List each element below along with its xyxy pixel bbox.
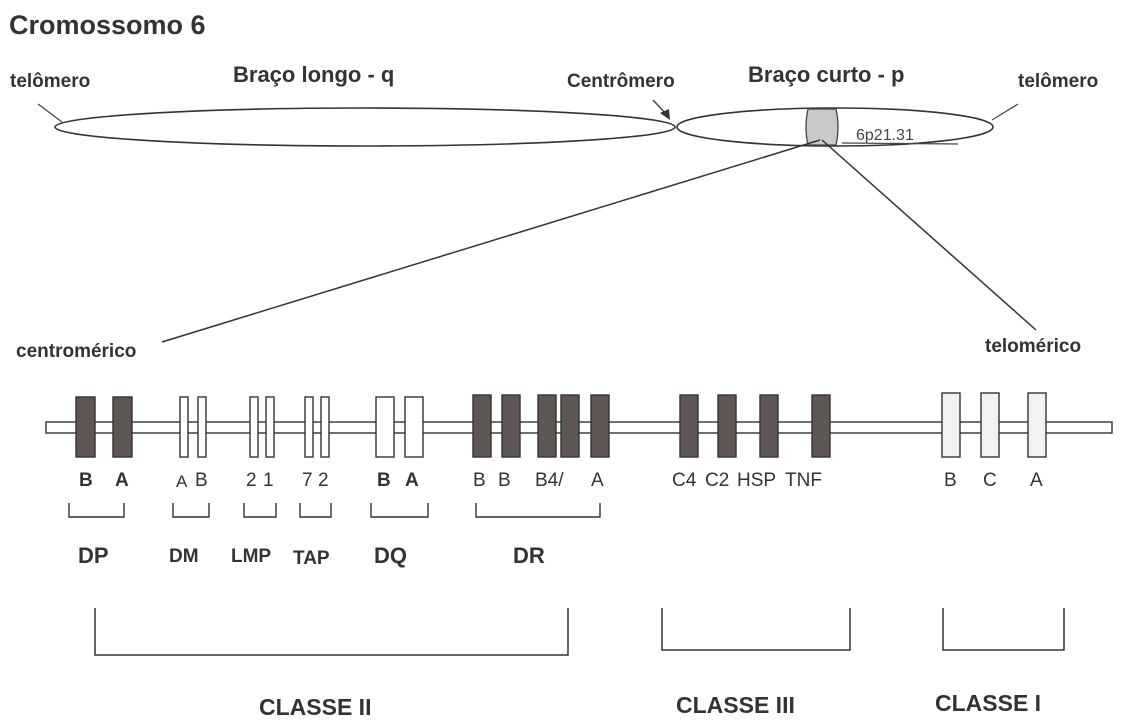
gene-hla-b <box>942 393 960 457</box>
gene-dm-b <box>198 397 206 457</box>
telomeric-label: telomérico <box>985 336 1081 358</box>
bracket-classe-i <box>943 608 1064 650</box>
gene-label: A <box>176 472 187 492</box>
gene-label: A <box>591 470 604 492</box>
gene-dr-b2 <box>502 395 520 457</box>
gene-dr-b4 <box>561 395 579 457</box>
group-label-tap: TAP <box>293 548 330 570</box>
gene-label: C4 <box>672 470 696 492</box>
gene-hsp <box>760 395 778 457</box>
gene-label: 7 <box>302 470 313 492</box>
long-arm-label: Braço longo - q <box>233 62 394 88</box>
gene-label: 1 <box>263 470 274 492</box>
group-label-dp: DP <box>78 543 109 569</box>
gene-hla-a <box>1028 393 1046 457</box>
gene-label: B <box>79 470 93 492</box>
gene-dr-a <box>591 395 609 457</box>
gene-dp-a <box>113 397 132 457</box>
gene-lmp-1 <box>266 397 274 457</box>
centromere-arrowhead <box>660 109 670 120</box>
gene-dr-b3 <box>538 395 556 457</box>
right-telomere-label: telômero <box>1018 71 1098 93</box>
gene-tap-2 <box>321 397 329 457</box>
gene-dq-b <box>376 397 394 457</box>
group-label-dq: DQ <box>374 543 407 569</box>
centromeric-label: centromérico <box>16 341 136 363</box>
gene-label: TNF <box>785 470 822 492</box>
gene-label: B4/ <box>535 470 564 492</box>
gene-tap-7 <box>305 397 313 457</box>
bracket-classe-iii <box>662 608 850 650</box>
gene-lmp-2 <box>250 397 258 457</box>
diagram-title: Cromossomo 6 <box>9 10 206 41</box>
gene-label: C <box>983 470 997 492</box>
gene-dr-b1 <box>473 395 491 457</box>
expansion-line-left <box>162 140 820 342</box>
gene-label: 2 <box>318 470 329 492</box>
gene-label: A <box>115 470 129 492</box>
gene-label: B <box>498 470 511 492</box>
bracket-dr <box>476 503 600 517</box>
group-label-lmp: LMP <box>231 546 271 568</box>
gene-dm-a <box>180 397 188 457</box>
bracket-dm <box>173 503 209 517</box>
right-telomere-pointer <box>992 104 1018 120</box>
group-label-dm: DM <box>169 546 199 568</box>
long-arm-shape <box>55 108 675 146</box>
gene-c2 <box>718 395 736 457</box>
gene-tnf <box>812 395 830 457</box>
centromere-label: Centrômero <box>567 71 675 93</box>
expansion-line-right <box>822 140 1036 330</box>
band-label: 6p21.31 <box>856 127 914 145</box>
bracket-dp <box>69 503 124 517</box>
gene-label: HSP <box>737 470 776 492</box>
gene-label: 2 <box>246 470 257 492</box>
gene-dq-a <box>405 397 423 457</box>
group-label-dr: DR <box>513 543 545 569</box>
bracket-tap <box>300 503 331 517</box>
gene-label: A <box>405 470 419 492</box>
gene-label: A <box>1030 470 1043 492</box>
bracket-lmp <box>244 503 276 517</box>
gene-hla-c <box>981 393 999 457</box>
class-label-i: CLASSE I <box>935 690 1041 717</box>
bracket-dq <box>371 503 428 517</box>
class-label-ii: CLASSE II <box>259 694 371 721</box>
gene-label: C2 <box>705 470 729 492</box>
class-label-iii: CLASSE III <box>676 692 795 719</box>
gene-c4 <box>680 395 698 457</box>
left-telomere-label: telômero <box>10 71 90 93</box>
band-6p21-31-highlight <box>806 109 838 145</box>
gene-label: B <box>473 470 486 492</box>
left-telomere-pointer <box>38 104 62 122</box>
short-arm-label: Braço curto - p <box>748 62 904 88</box>
gene-label: B <box>195 470 208 492</box>
gene-label: B <box>377 470 391 492</box>
bracket-classe-ii <box>95 608 568 655</box>
gene-dp-b <box>76 397 95 457</box>
gene-label: B <box>944 470 957 492</box>
